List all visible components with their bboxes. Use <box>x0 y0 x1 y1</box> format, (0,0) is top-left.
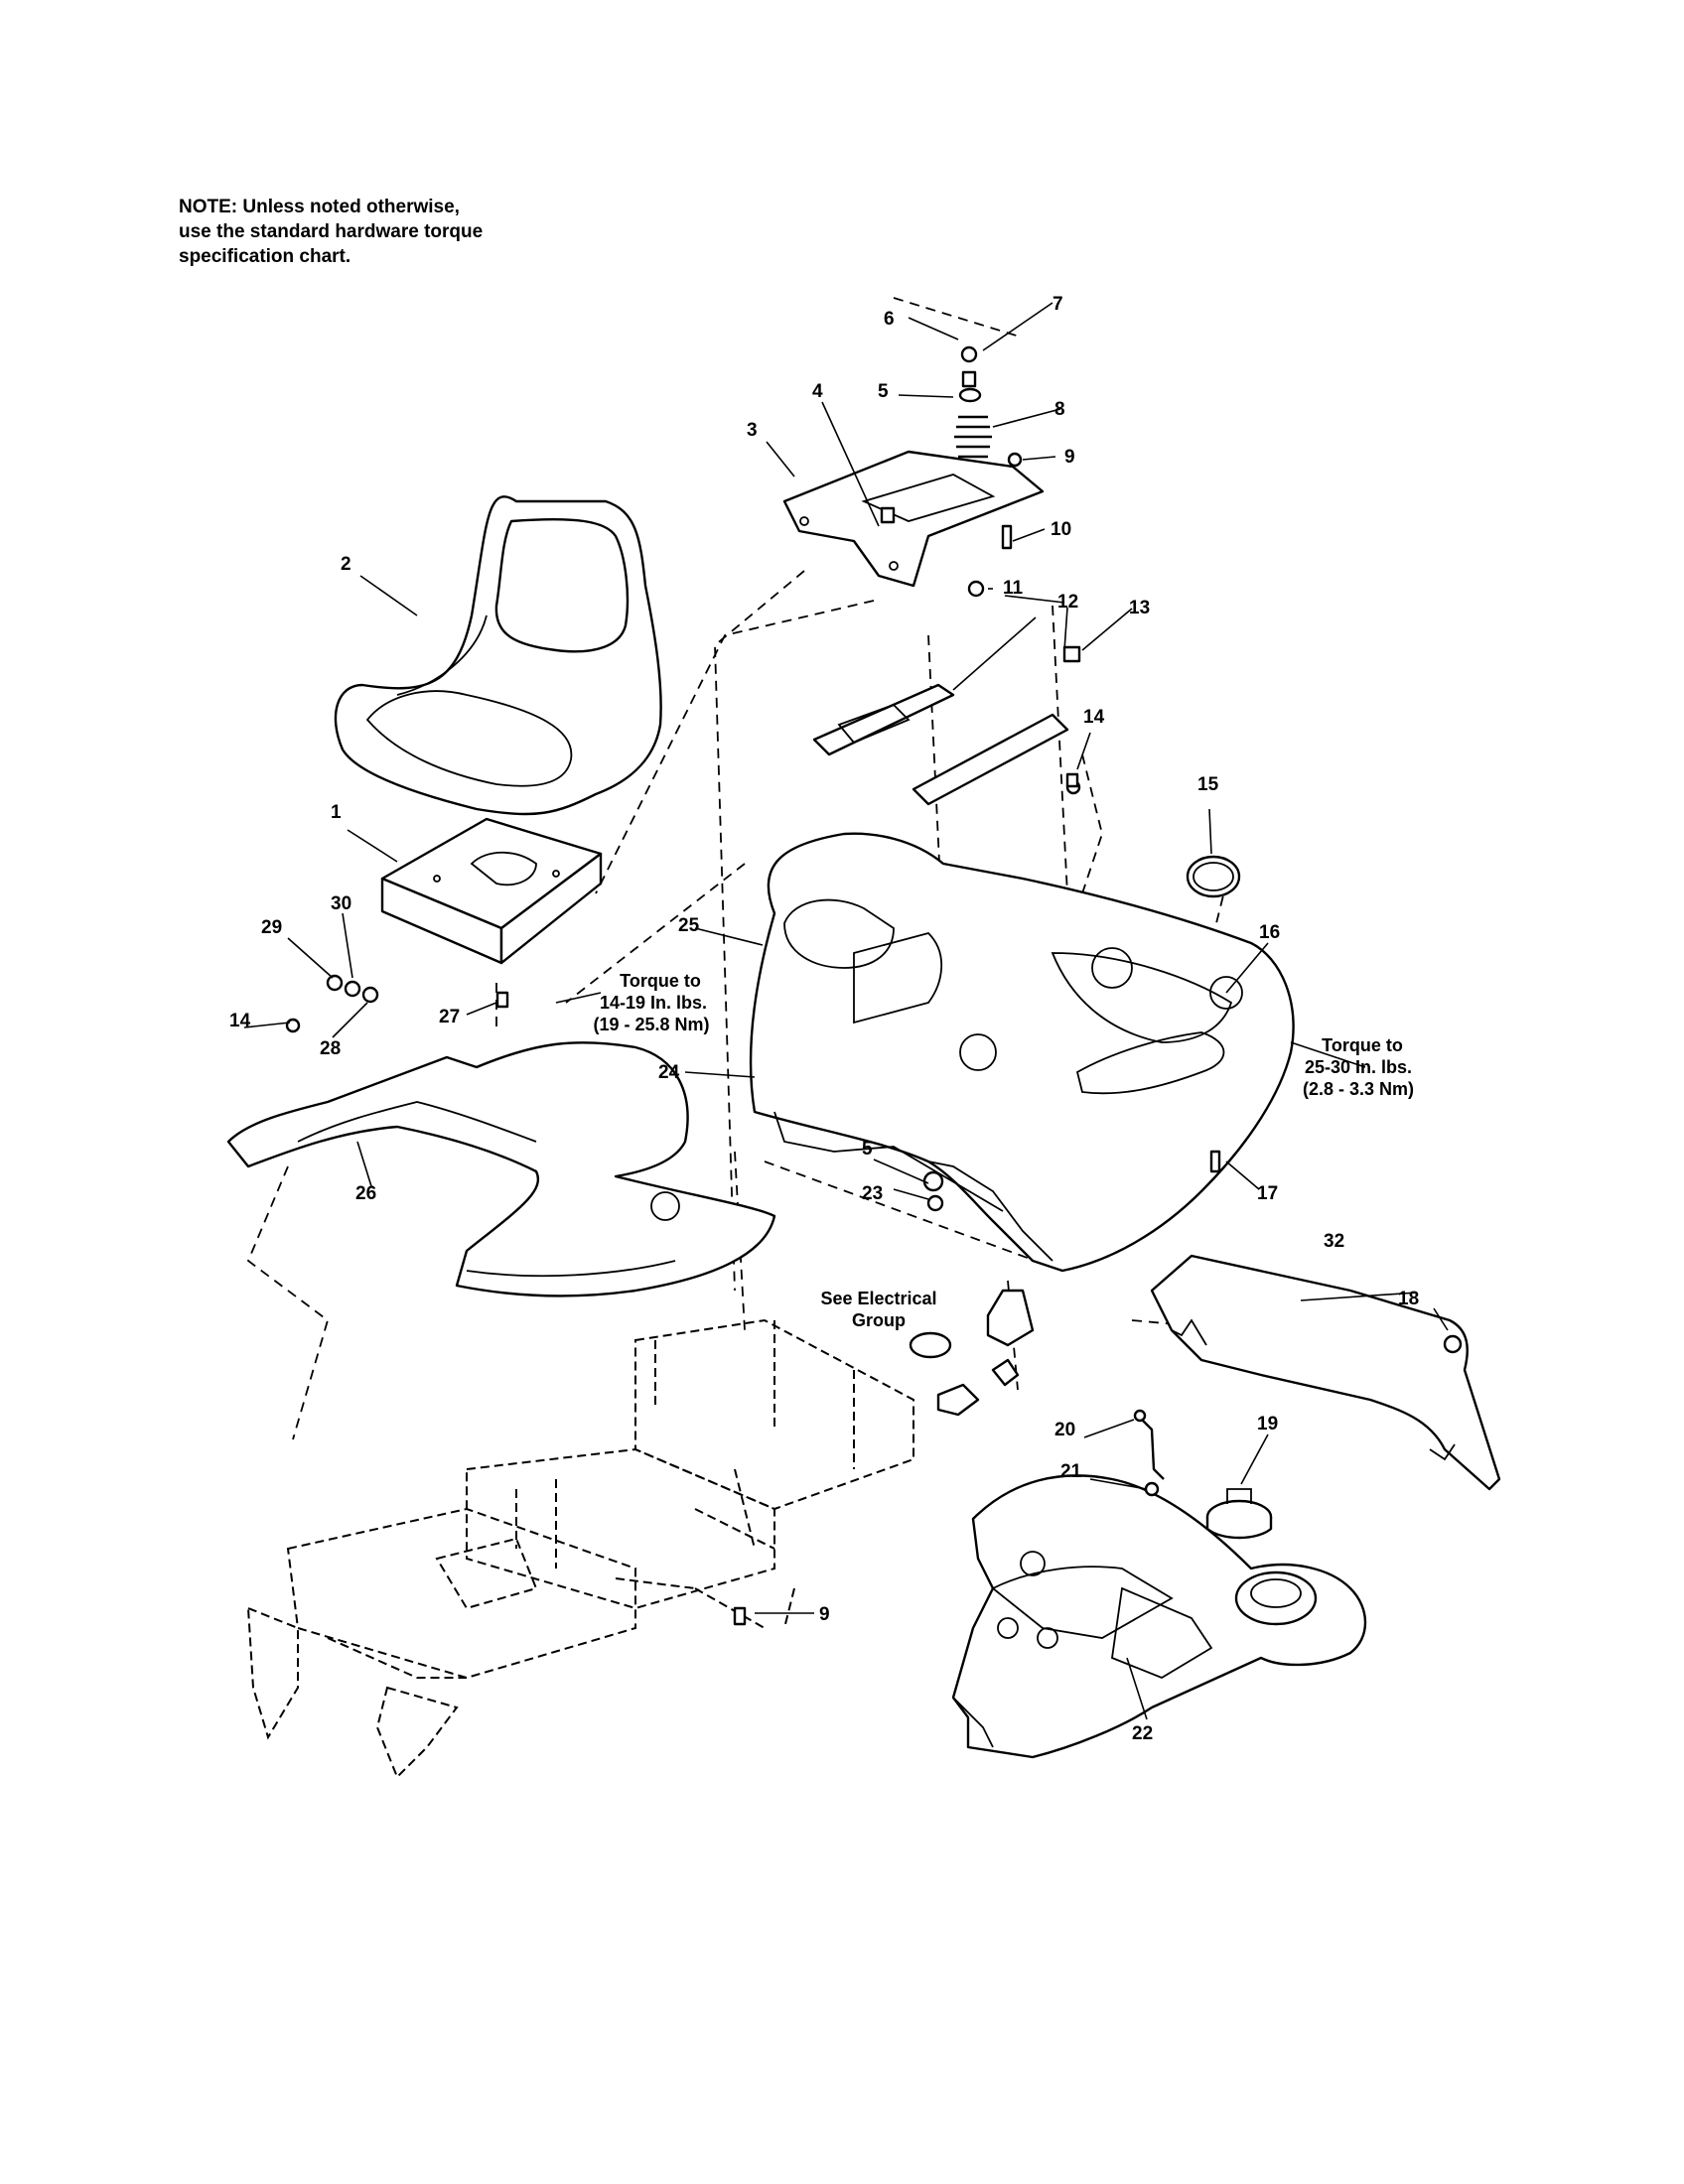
callout-30: 30 <box>331 893 351 914</box>
callout-25: 25 <box>678 915 700 936</box>
callout-9-top: 9 <box>1064 447 1075 468</box>
callout-numbers: 1 2 3 4 5 6 7 8 9 10 11 12 13 14 15 16 1… <box>229 294 1419 1744</box>
torque-right-line-2: 25-30 In. lbs. <box>1305 1057 1412 1077</box>
fender-deck-part <box>749 832 1295 1273</box>
electrical-reference-label: See Electrical Group <box>820 1289 936 1330</box>
callout-13: 13 <box>1129 598 1150 618</box>
callout-17: 17 <box>1257 1183 1278 1204</box>
fuel-rod-part <box>1133 1409 1165 1497</box>
chassis-frame <box>246 1318 914 1779</box>
callout-14-left: 14 <box>229 1011 251 1031</box>
callout-19: 19 <box>1257 1414 1278 1434</box>
seat-bracket-part <box>782 450 1045 588</box>
footrest-part <box>226 1040 776 1297</box>
torque-right-line-1: Torque to <box>1322 1035 1403 1055</box>
seat-part <box>334 495 662 816</box>
callout-1: 1 <box>331 802 342 823</box>
callout-24: 24 <box>658 1062 680 1083</box>
callout-7: 7 <box>1052 294 1063 315</box>
callout-3: 3 <box>747 420 758 441</box>
callout-29: 29 <box>261 917 282 938</box>
callout-5-mid: 5 <box>862 1139 873 1160</box>
callout-32: 32 <box>1324 1231 1344 1252</box>
callout-21: 21 <box>1060 1461 1082 1482</box>
callout-23: 23 <box>862 1183 883 1204</box>
electrical-ref-line-1: See Electrical <box>820 1289 936 1308</box>
callout-22: 22 <box>1132 1723 1153 1744</box>
torque-right-line-3: (2.8 - 3.3 Nm) <box>1303 1079 1414 1099</box>
callout-5-top: 5 <box>878 381 889 402</box>
callout-27: 27 <box>439 1007 460 1027</box>
torque-left-line-2: 14-19 In. lbs. <box>600 993 707 1013</box>
support-bracket-part <box>1150 1254 1501 1491</box>
torque-note: NOTE: Unless noted otherwise, use the st… <box>179 195 576 269</box>
fuel-tank-part <box>951 1474 1367 1759</box>
note-line-1: NOTE: Unless noted otherwise, <box>179 197 460 217</box>
fastener-hardware <box>285 772 1463 1626</box>
callout-12: 12 <box>1057 592 1078 613</box>
seat-rails-part <box>812 645 1081 806</box>
seat-pan-part <box>380 817 603 965</box>
leader-lines <box>243 302 1449 1720</box>
torque-label-left: Torque to 14-19 In. lbs. (19 - 25.8 Nm) <box>593 971 709 1034</box>
callout-14-right: 14 <box>1083 707 1105 728</box>
callout-10: 10 <box>1051 519 1071 540</box>
note-line-3: specification chart. <box>179 246 351 267</box>
torque-label-right: Torque to 25-30 In. lbs. (2.8 - 3.3 Nm) <box>1303 1035 1414 1099</box>
torque-left-line-3: (19 - 25.8 Nm) <box>593 1015 709 1034</box>
callout-8: 8 <box>1054 399 1065 420</box>
callout-20: 20 <box>1054 1420 1075 1440</box>
spring-hardware-stack <box>954 345 1023 598</box>
callout-11: 11 <box>1003 578 1024 599</box>
ring-part <box>1186 855 1241 898</box>
electrical-ref-line-2: Group <box>852 1310 906 1330</box>
callout-15: 15 <box>1197 774 1219 795</box>
callout-9-bottom: 9 <box>819 1604 830 1625</box>
callout-6: 6 <box>884 309 895 330</box>
callout-28: 28 <box>320 1038 341 1059</box>
callout-18: 18 <box>1398 1289 1419 1309</box>
fuel-cap-part <box>1205 1488 1273 1540</box>
note-line-2: use the standard hardware torque <box>179 221 484 242</box>
electrical-components <box>909 1289 1035 1417</box>
callout-4: 4 <box>812 381 823 402</box>
callout-26: 26 <box>355 1183 376 1204</box>
callout-16: 16 <box>1259 922 1280 943</box>
torque-left-line-1: Torque to <box>620 971 701 991</box>
callout-2: 2 <box>341 554 351 575</box>
